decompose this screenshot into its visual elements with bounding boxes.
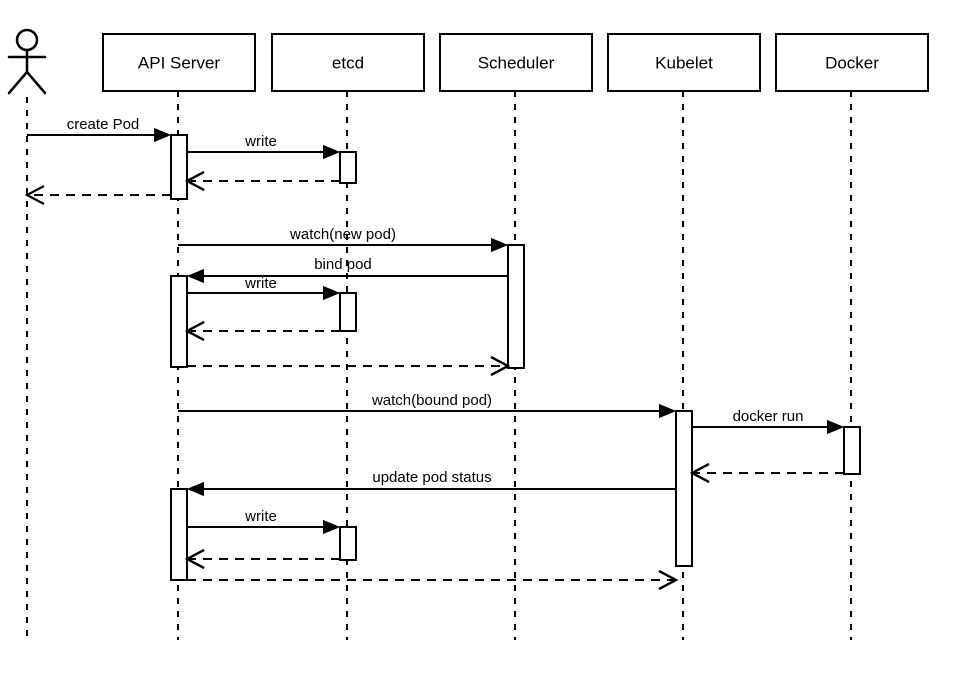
activation-kubelet-1[interactable] bbox=[675, 410, 693, 567]
arrowhead-open-left bbox=[184, 171, 205, 191]
actor-left-leg bbox=[7, 70, 29, 95]
arrowhead-open-left bbox=[184, 549, 205, 569]
arrowhead-filled-right bbox=[827, 420, 844, 434]
arrowhead-open-left bbox=[689, 463, 710, 483]
participant-label-scheduler: Scheduler bbox=[478, 53, 555, 72]
arrowhead-open-left bbox=[24, 185, 45, 205]
message-label-update-pod-status: update pod status bbox=[372, 469, 491, 486]
activation-docker-1[interactable] bbox=[843, 426, 861, 475]
participant-label-kubelet: Kubelet bbox=[655, 53, 713, 72]
participant-docker[interactable]: Docker bbox=[775, 33, 929, 92]
arrowhead-filled-right bbox=[323, 520, 340, 534]
participant-box-kubelet bbox=[607, 33, 761, 92]
participant-box-scheduler bbox=[439, 33, 593, 92]
arrowhead-filled-right bbox=[659, 404, 676, 418]
message-return-kubelet[interactable] bbox=[171, 570, 679, 590]
messages-layer: create Pod write API Server --> actor --… bbox=[24, 116, 844, 590]
message-label-watch-new-pod: watch(new pod) bbox=[289, 226, 396, 243]
arrowhead-filled-left bbox=[187, 482, 204, 496]
participant-box-etcd bbox=[271, 33, 425, 92]
participant-label-apiserver: API Server bbox=[138, 53, 221, 72]
lifelines-layer bbox=[26, 91, 852, 640]
message-label-write-1: write bbox=[244, 133, 277, 150]
arrowhead-filled-right bbox=[323, 145, 340, 159]
participant-apiserver[interactable]: API Server bbox=[102, 33, 256, 92]
activation-scheduler-1[interactable] bbox=[507, 244, 525, 369]
actor-right-leg bbox=[25, 70, 47, 95]
message-watch-bound-pod[interactable]: watch(bound pod) bbox=[178, 392, 676, 418]
participant-label-etcd: etcd bbox=[332, 53, 364, 72]
activations-layer bbox=[170, 134, 861, 581]
message-label-create-pod: create Pod bbox=[67, 116, 140, 133]
message-label-write-2: write bbox=[244, 275, 277, 292]
activation-apiserver-3[interactable] bbox=[170, 488, 188, 581]
arrowhead-open-right bbox=[490, 356, 511, 376]
message-return-scheduler[interactable] bbox=[171, 356, 511, 376]
message-label-bind-pod: bind pod bbox=[314, 256, 372, 273]
participant-kubelet[interactable]: Kubelet bbox=[607, 33, 761, 92]
arrowheads-overlay bbox=[154, 128, 844, 590]
message-return-docker[interactable] bbox=[689, 463, 844, 483]
message-return-actor[interactable] bbox=[24, 185, 171, 205]
message-create-pod[interactable]: create Pod bbox=[27, 116, 171, 142]
activation-apiserver-1[interactable] bbox=[170, 134, 188, 200]
message-label-watch-bound-pod: watch(bound pod) bbox=[371, 392, 492, 409]
message-label-docker-run: docker run bbox=[733, 408, 804, 425]
message-label-write-3: write bbox=[244, 508, 277, 525]
message-write-2[interactable]: write bbox=[187, 275, 340, 300]
arrowhead-filled-right bbox=[154, 128, 171, 142]
message-write-3[interactable]: write bbox=[187, 508, 340, 534]
activation-apiserver-2[interactable] bbox=[170, 275, 188, 368]
actor-stick-figure[interactable] bbox=[7, 28, 47, 95]
arrowhead-open-left bbox=[184, 321, 205, 341]
arrowhead-filled-right bbox=[491, 238, 508, 252]
arrowhead-filled-left bbox=[187, 269, 204, 283]
participant-headers: API Server etcd Scheduler Kubelet Docker bbox=[102, 33, 929, 92]
participant-box-docker bbox=[775, 33, 929, 92]
activation-etcd-2[interactable] bbox=[339, 292, 357, 332]
participant-scheduler[interactable]: Scheduler bbox=[439, 33, 593, 92]
participant-label-docker: Docker bbox=[825, 53, 879, 72]
message-write-1[interactable]: write bbox=[187, 133, 340, 159]
participant-etcd[interactable]: etcd bbox=[271, 33, 425, 92]
activation-etcd-1[interactable] bbox=[339, 151, 357, 184]
message-return-etcd-1[interactable] bbox=[184, 171, 340, 191]
message-update-pod-status[interactable]: update pod status bbox=[187, 469, 676, 496]
message-return-etcd-3[interactable] bbox=[184, 549, 340, 569]
arrowhead-filled-right bbox=[323, 286, 340, 300]
message-watch-new-pod[interactable]: watch(new pod) bbox=[178, 226, 508, 252]
message-return-etcd-2[interactable] bbox=[184, 321, 340, 341]
arrowhead-open-right bbox=[658, 570, 679, 590]
message-docker-run[interactable]: docker run bbox=[692, 408, 844, 434]
participant-box-apiserver bbox=[102, 33, 256, 92]
actor-head-icon bbox=[15, 28, 39, 52]
activation-etcd-3[interactable] bbox=[339, 526, 357, 561]
